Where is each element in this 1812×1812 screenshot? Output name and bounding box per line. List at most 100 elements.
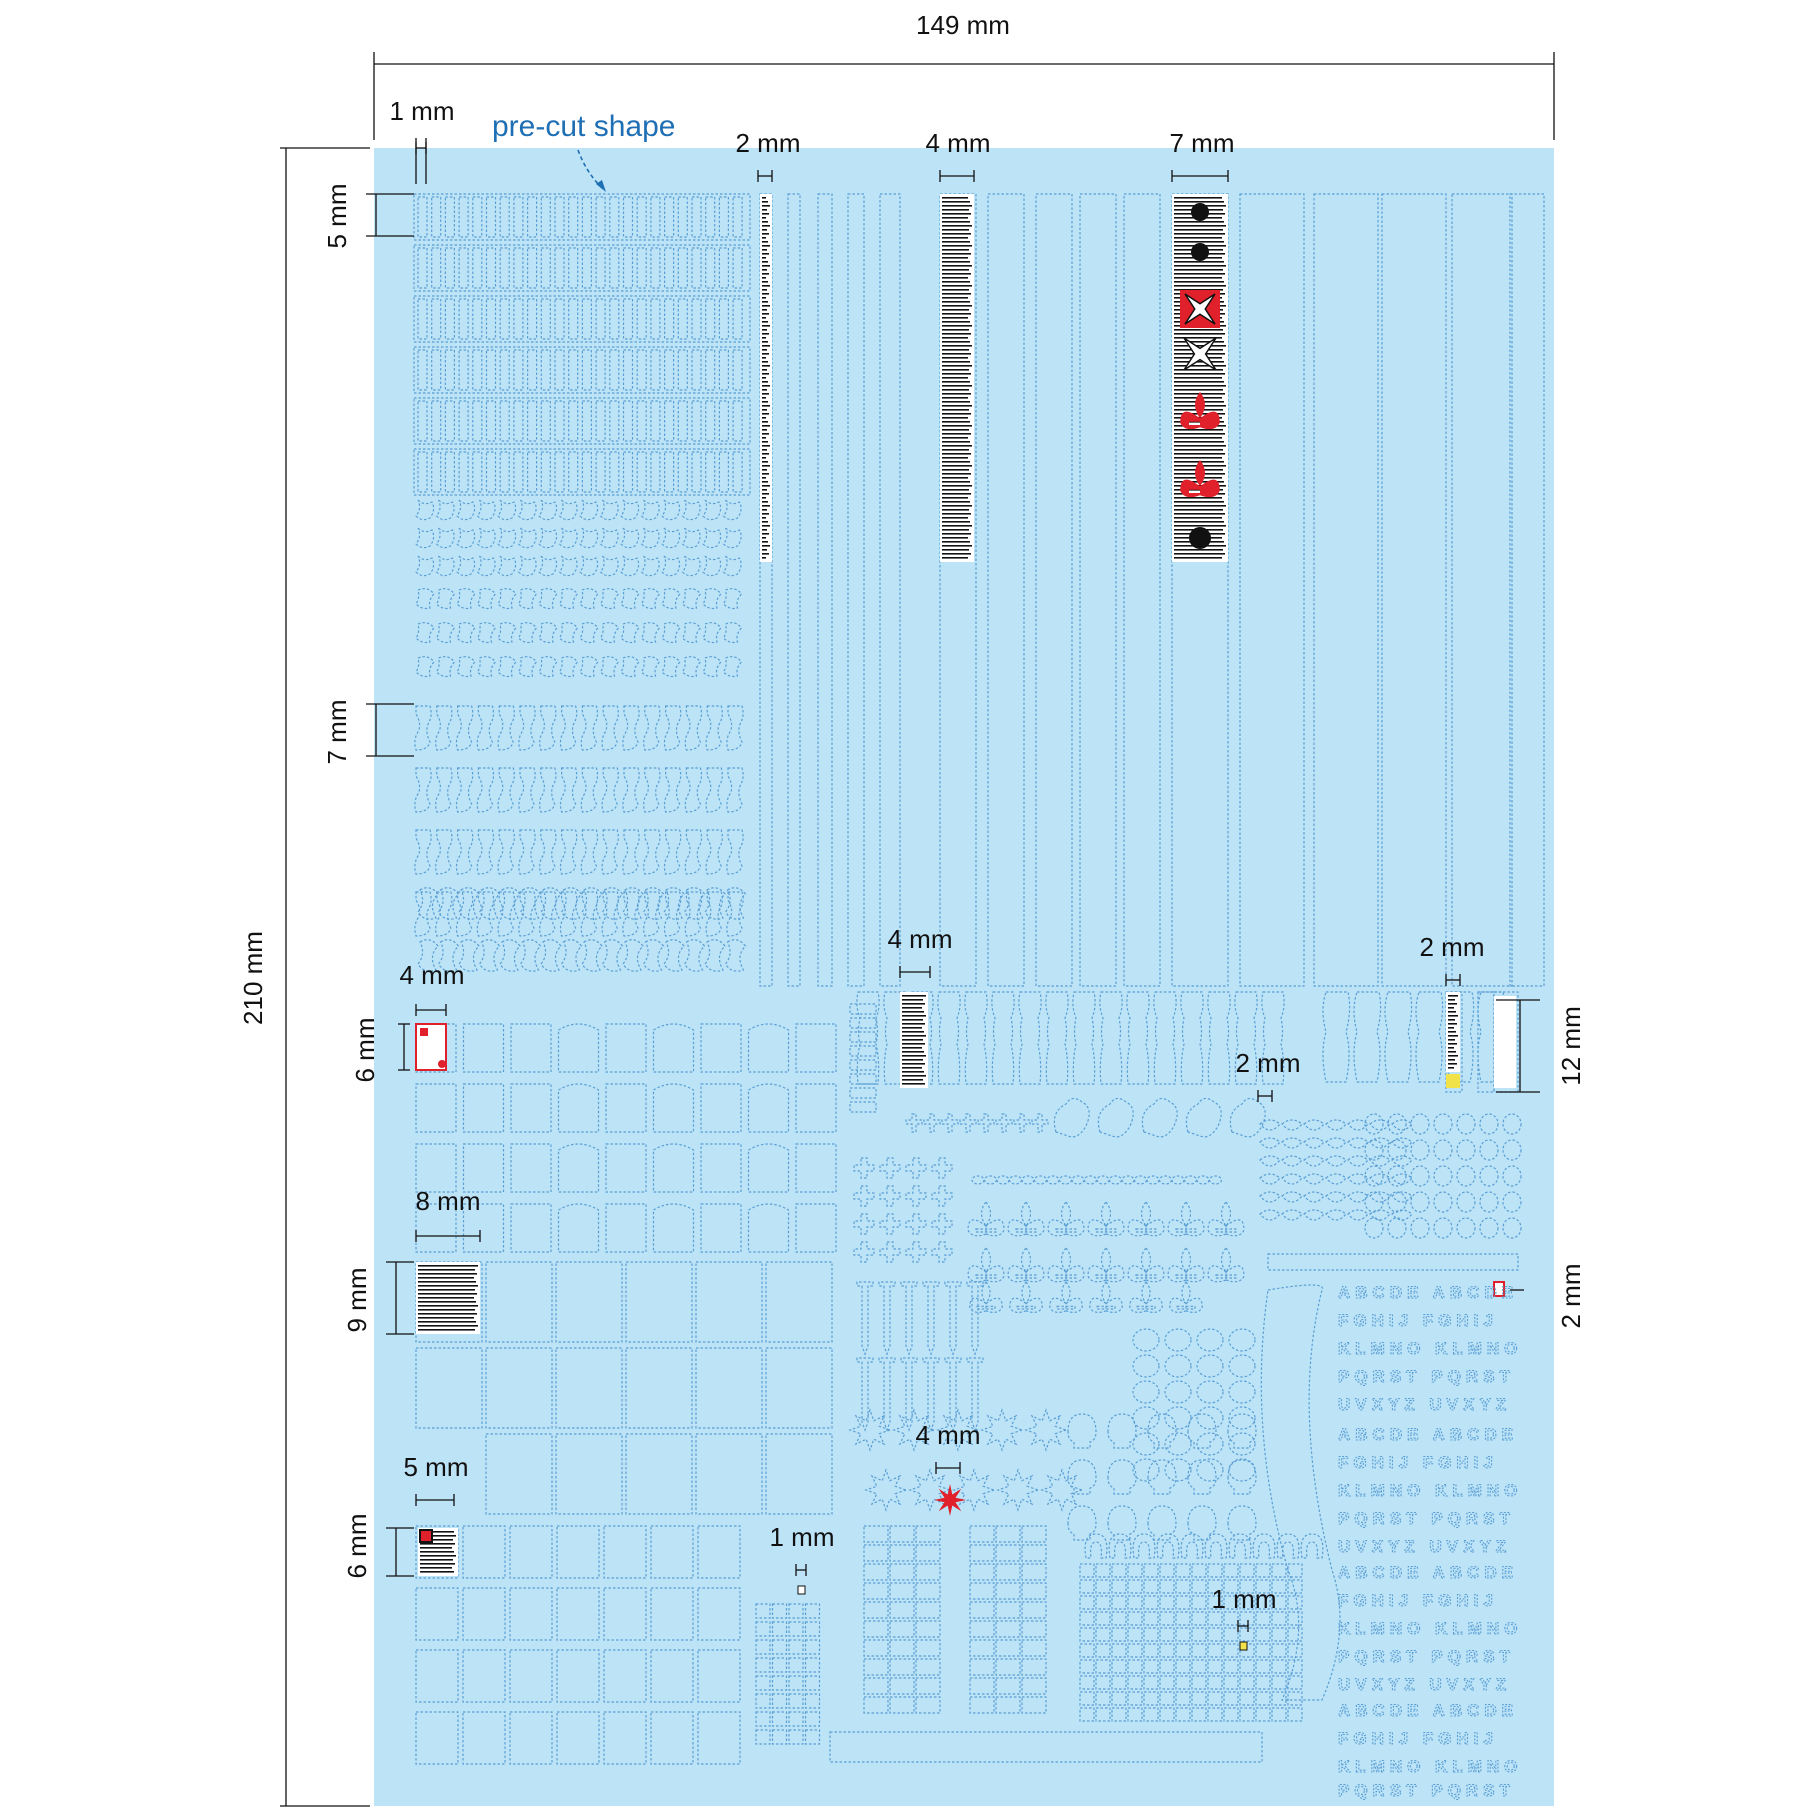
grid-cell — [1223, 1691, 1239, 1706]
small-wing — [1303, 1137, 1325, 1149]
printed-text-line — [762, 557, 766, 559]
thin-strip — [472, 451, 483, 493]
printed-text-line — [942, 497, 968, 499]
printed-text-line — [762, 533, 769, 535]
grid-cell — [1191, 1659, 1207, 1674]
grid-cell — [863, 1677, 889, 1695]
curved-banner — [558, 622, 579, 644]
printed-text-line — [942, 269, 969, 271]
sunburst-outline — [980, 1408, 1024, 1452]
strip-row-frame — [413, 448, 751, 496]
figure-banner — [726, 891, 744, 937]
grid-cell — [1111, 1563, 1127, 1578]
thin-strip — [691, 247, 702, 289]
printed-text-line — [762, 545, 770, 547]
curved-banner — [681, 656, 702, 678]
small-wing — [1391, 1119, 1413, 1131]
printed-text-line — [942, 377, 968, 379]
printed-text-line — [1448, 1007, 1454, 1009]
grid-cell — [915, 1601, 941, 1619]
thin-strip — [458, 196, 469, 238]
large-square — [485, 1433, 553, 1515]
curved-banner — [456, 555, 476, 577]
printed-text-line — [942, 517, 968, 519]
thin-strip — [636, 247, 647, 289]
thin-strip — [663, 298, 675, 340]
small-square — [556, 1525, 600, 1579]
grid-cell — [1095, 1691, 1111, 1706]
oval-shape — [1164, 1328, 1192, 1352]
curved-banner — [579, 622, 599, 644]
arch-shield — [652, 1083, 695, 1133]
tiny-square — [804, 1729, 821, 1745]
grid-cell — [1255, 1627, 1271, 1642]
shield-emblem — [420, 1028, 428, 1036]
curved-banner — [620, 622, 640, 644]
printed-text-line — [418, 1273, 477, 1275]
printed-text-line — [942, 549, 969, 551]
grid-cell — [863, 1563, 889, 1581]
curved-banner — [558, 527, 578, 549]
grid-cell — [995, 1582, 1021, 1600]
printed-text-line — [762, 417, 766, 419]
sheet-width-label: 149 mm — [916, 10, 1010, 40]
small-wing — [1281, 1155, 1303, 1167]
thin-strip — [636, 349, 647, 391]
printed-text-line — [762, 357, 766, 359]
horseshoe-outline — [1204, 1533, 1228, 1559]
gargoyle-outline — [1229, 1097, 1266, 1138]
figure-banner — [601, 891, 619, 937]
curved-banner — [620, 555, 640, 577]
grid-cell — [1095, 1627, 1111, 1642]
thin-strip — [458, 298, 469, 340]
oval-shape — [1132, 1406, 1160, 1430]
printed-text-line — [418, 1297, 474, 1299]
printed-text-line — [942, 477, 968, 479]
thin-strip — [691, 196, 702, 238]
curved-banner — [681, 555, 701, 577]
tiny-square — [804, 1621, 821, 1637]
printed-text-line — [942, 381, 970, 383]
horseshoe-outline — [1252, 1533, 1276, 1559]
column-outline — [1207, 991, 1231, 1085]
printed-text-line — [942, 205, 972, 207]
coin-shape — [1479, 1139, 1499, 1161]
small-square — [462, 1587, 506, 1641]
scroll-banner — [622, 939, 644, 972]
curved-banner — [497, 555, 517, 577]
grid-cell — [1207, 1659, 1223, 1674]
grid-cell — [1127, 1659, 1143, 1674]
printed-text-line — [418, 1281, 476, 1283]
dim-7mm-height: 7 mm — [322, 700, 352, 765]
small-square — [697, 1587, 741, 1641]
thin-strip — [663, 400, 675, 442]
grid-cell — [969, 1696, 995, 1714]
printed-text-line — [762, 261, 768, 263]
curved-banner — [435, 499, 455, 521]
grid-cell — [1271, 1643, 1287, 1658]
curved-banner — [538, 555, 558, 577]
printed-text-line — [902, 1031, 924, 1033]
printed-text-line — [902, 1051, 924, 1053]
dim-9mm-height: 9 mm — [342, 1268, 372, 1333]
curved-banner — [517, 555, 537, 577]
printed-text-line — [942, 341, 970, 343]
grid-cell — [1127, 1675, 1143, 1690]
figure-banner — [580, 705, 599, 751]
printed-text-line — [762, 221, 768, 223]
column-outline — [1415, 991, 1444, 1083]
printed-text-line — [420, 1567, 452, 1569]
printed-text-line — [418, 1309, 475, 1311]
tiny-square — [788, 1711, 804, 1727]
long-strip — [787, 193, 801, 987]
printed-text-line — [762, 309, 767, 311]
figure-banner — [663, 829, 682, 875]
printed-text-line — [418, 1305, 478, 1307]
thin-strip — [526, 196, 538, 238]
scroll-banner — [683, 939, 706, 972]
figure-banner — [684, 705, 703, 751]
arch-shield — [557, 1023, 600, 1073]
small-cross-outline — [923, 1113, 941, 1133]
printed-text-line — [942, 249, 969, 251]
grid-cell — [1111, 1627, 1127, 1642]
